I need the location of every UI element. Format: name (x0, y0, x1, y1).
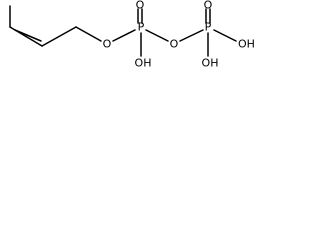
bond-c4-o (75, 26, 102, 42)
bond-o-p1 (112, 29, 136, 42)
bond-p1-o-bridge (145, 29, 169, 42)
bond-p2-oh-right (213, 29, 237, 42)
atom-oh-p2-bottom: OH (202, 57, 219, 70)
bond-o-bridge-p2 (179, 29, 204, 42)
atom-o-p1-double: O (136, 0, 145, 12)
atom-o-p2-double: O (204, 0, 213, 12)
chemical-structure: O P O OH O P O OH OH (9, 0, 255, 70)
atom-p1: P (138, 21, 145, 34)
atom-oh-p2-right: OH (238, 38, 255, 51)
atom-oh-p1: OH (135, 57, 152, 70)
bond-c3-c4 (41, 26, 77, 47)
atom-o-ester: O (103, 38, 112, 51)
bond-c2-c3-inner (14, 29, 42, 42)
atom-o-bridge: O (170, 38, 179, 51)
atom-p2: P (205, 21, 212, 34)
